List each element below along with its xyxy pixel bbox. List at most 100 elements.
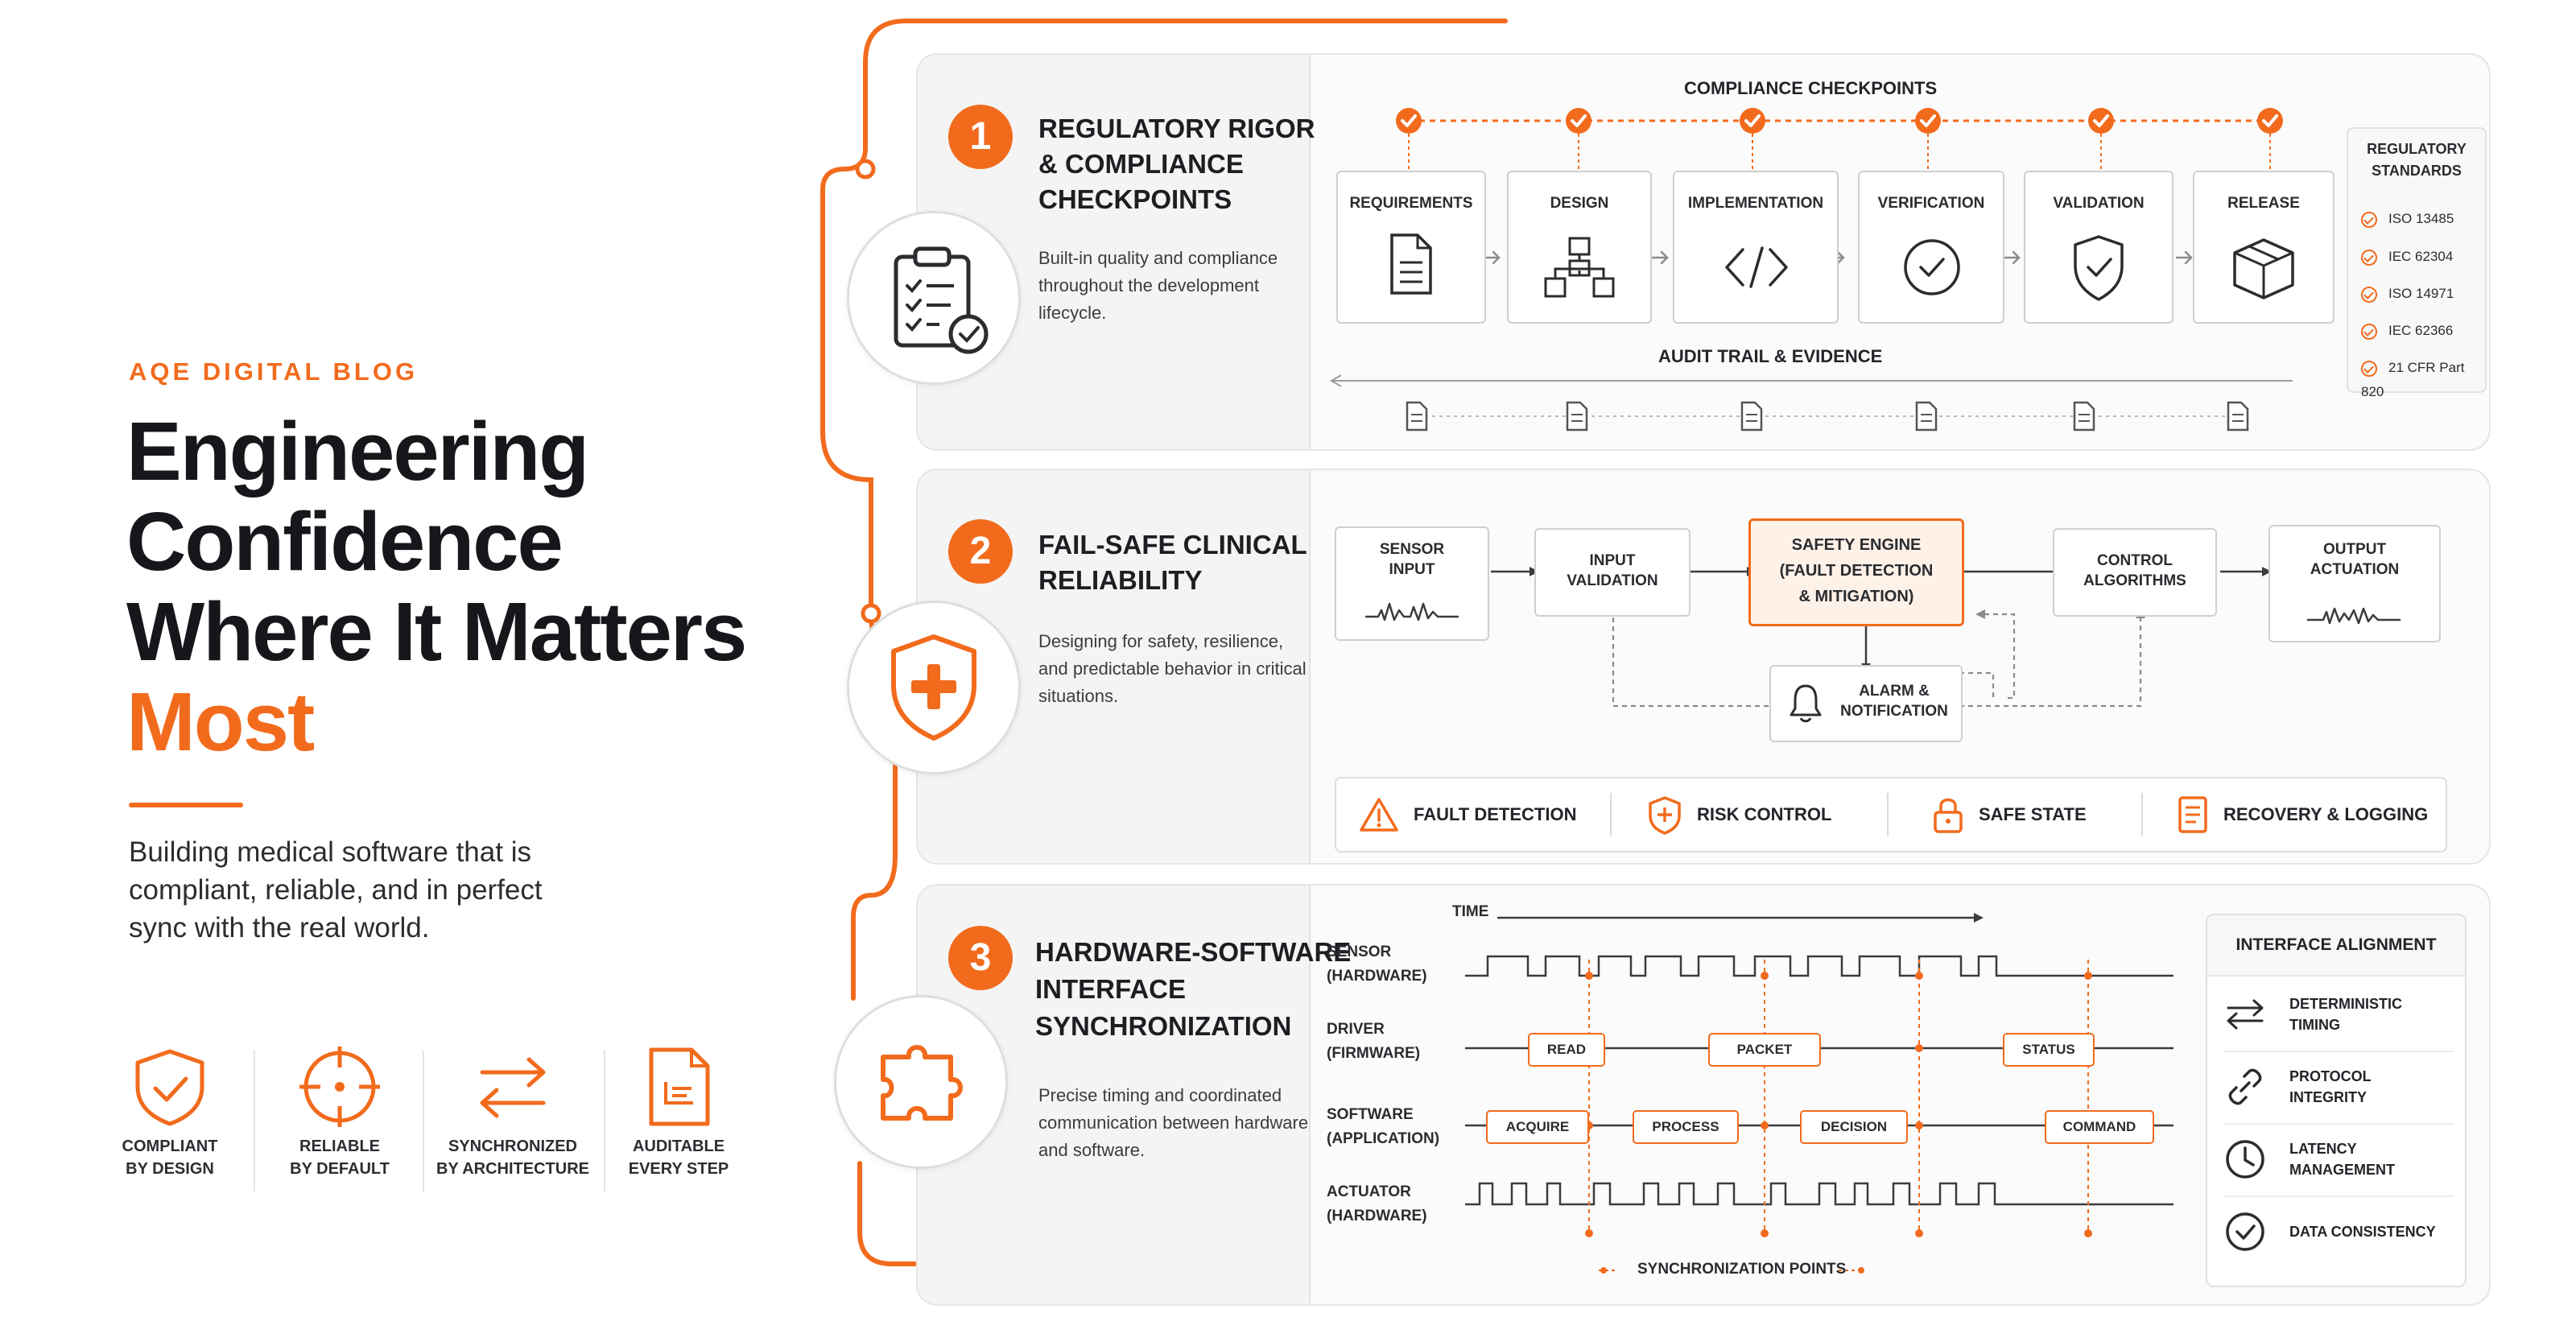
headline-line-1: Engineering [126, 405, 589, 498]
badge-divider [254, 1051, 255, 1191]
alignment-title: INTERFACE ALIGNMENT [2207, 915, 2465, 977]
ribbon-divider [1887, 793, 1889, 836]
ribbon-divider [1610, 793, 1612, 836]
alignment-line: DETERMINISTIC [2289, 996, 2403, 1012]
node-label-line: SENSOR [1379, 541, 1445, 558]
node-output-actuation: OUTPUT ACTUATION [2268, 525, 2441, 642]
clock-icon [2226, 1140, 2264, 1179]
sync-points-legend: SYNCHRONIZATION POINTS [1637, 1261, 1847, 1278]
blog-eyebrow: AQE DIGITAL BLOG [129, 357, 419, 386]
code-icon [1725, 246, 1788, 288]
stage-label: REQUIREMENTS [1349, 195, 1473, 212]
title-line: REGULATORY RIGOR [1038, 114, 1315, 143]
node-alarm: ALARM &NOTIFICATION [1769, 665, 1963, 742]
lane-label: SENSOR(HARDWARE) [1327, 940, 1427, 989]
check-circle-icon [2361, 212, 2377, 228]
shield-plus-icon [891, 634, 976, 741]
node-label-line: (FAULT DETECTION [1779, 562, 1934, 580]
badge-line-2: BY DESIGN [126, 1160, 214, 1178]
node-label-line: ALARM & [1859, 683, 1930, 700]
node-label-line: OUTPUT [2322, 541, 2387, 558]
feature-label: RECOVERY & LOGGING [2223, 804, 2429, 824]
title-line: & COMPLIANCE [1038, 149, 1244, 179]
title-line: FAIL-SAFE CLINICAL [1038, 530, 1307, 560]
shield-check-icon [2074, 235, 2124, 301]
stage-verification: VERIFICATION [1858, 171, 2004, 324]
stage-label: VALIDATION [2053, 195, 2145, 212]
node-label-line: VALIDATION [1567, 572, 1658, 589]
stage-release: RELEASE [2193, 171, 2334, 324]
standard-name: ISO 14971 [2388, 286, 2454, 301]
section-title: REGULATORY RIGOR & COMPLIANCE CHECKPOINT… [1038, 111, 1315, 217]
feature-risk-control: RISK CONTROL [1647, 778, 1831, 851]
section-description: Designing for safety, resilience, and pr… [1038, 631, 1307, 706]
standard-item: ISO 13485 [2361, 207, 2454, 231]
node-label: OUTPUT ACTUATION [2270, 539, 2439, 580]
alignment-line: DATA CONSISTENCY [2289, 1224, 2436, 1240]
checkpoints-label: COMPLIANCE CHECKPOINTS [1684, 78, 1938, 98]
stage-label: VERIFICATION [1877, 195, 1985, 212]
app-event: ACQUIRE [1486, 1110, 1589, 1144]
node-label: INPUT VALIDATION [1536, 551, 1689, 591]
log-document-icon [2178, 796, 2207, 833]
standard-item: IEC 62304 [2361, 245, 2453, 269]
badge-line-2: BY DEFAULT [290, 1160, 390, 1178]
waveform-icon [2307, 607, 2401, 625]
standard-name: ISO 13485 [2388, 211, 2454, 226]
feature-fault-detection: FAULT DETECTION [1359, 778, 1576, 851]
padlock-icon [1934, 798, 1963, 833]
stage-label: RELEASE [2227, 195, 2300, 212]
badge-auditable: AUDITABLE EVERY STEP [598, 1047, 759, 1180]
badge-compliant: COMPLIANT BY DESIGN [89, 1047, 250, 1180]
lane-line: SENSOR [1327, 944, 1392, 960]
page-title: Engineering Confidence Where It Matters … [126, 405, 747, 768]
headline-accent: Most [126, 675, 315, 768]
shield-plus-icon [1649, 796, 1681, 835]
section-description: Precise timing and coordinated communica… [1038, 1085, 1309, 1160]
feature-safe-state: SAFE STATE [1932, 778, 2087, 851]
check-circle-icon [1904, 239, 1960, 295]
stage-label: IMPLEMENTATION [1687, 195, 1824, 212]
firmware-event: READ [1528, 1033, 1605, 1067]
badge-line-2: EVERY STEP [628, 1160, 729, 1178]
standard-item: 21 CFR Part 820 [2361, 356, 2485, 399]
stage-validation: VALIDATION [2024, 171, 2174, 324]
swap-arrows-icon [2227, 999, 2264, 1030]
badge-line-1: SYNCHRONIZED [448, 1138, 577, 1155]
stage-label: DESIGN [1550, 195, 1609, 212]
lane-label: ACTUATOR(HARDWARE) [1327, 1180, 1427, 1228]
check-circle-icon [2361, 361, 2377, 377]
puzzle-badge [834, 995, 1008, 1169]
lead-paragraph: Building medical software that is compli… [129, 836, 543, 944]
puzzle-icon [881, 1045, 963, 1121]
title-line: INTERFACE [1035, 974, 1187, 1004]
feature-label: FAULT DETECTION [1414, 804, 1577, 824]
stage-implementation: IMPLEMENTATION [1673, 171, 1839, 324]
section-description: Built-in quality and compliance througho… [1038, 248, 1278, 323]
badge-line-1: AUDITABLE [632, 1138, 725, 1155]
app-event: COMMAND [2045, 1110, 2154, 1144]
bell-icon [1790, 684, 1822, 723]
node-label-line: ACTUATION [2310, 561, 2400, 578]
lane-line: (APPLICATION) [1327, 1130, 1440, 1147]
node-safety-engine: SAFETY ENGINE(FAULT DETECTION& MITIGATIO… [1748, 518, 1964, 626]
feature-label: SAFE STATE [1979, 804, 2087, 824]
document-icon [1390, 233, 1432, 295]
link-chain-icon [2228, 1068, 2262, 1105]
checkpoints-diagram [1330, 108, 2293, 432]
node-label: SAFETY ENGINE(FAULT DETECTION& MITIGATIO… [1751, 532, 1962, 609]
alignment-item: DATA CONSISTENCY [2223, 1195, 2454, 1268]
app-event: DECISION [1800, 1110, 1908, 1144]
stage-design: DESIGN [1507, 171, 1652, 324]
badge-line-1: COMPLIANT [122, 1138, 218, 1155]
feature-label: RISK CONTROL [1697, 804, 1832, 824]
node-label-line: INPUT [1589, 552, 1636, 569]
warning-triangle-icon [1360, 798, 1398, 832]
